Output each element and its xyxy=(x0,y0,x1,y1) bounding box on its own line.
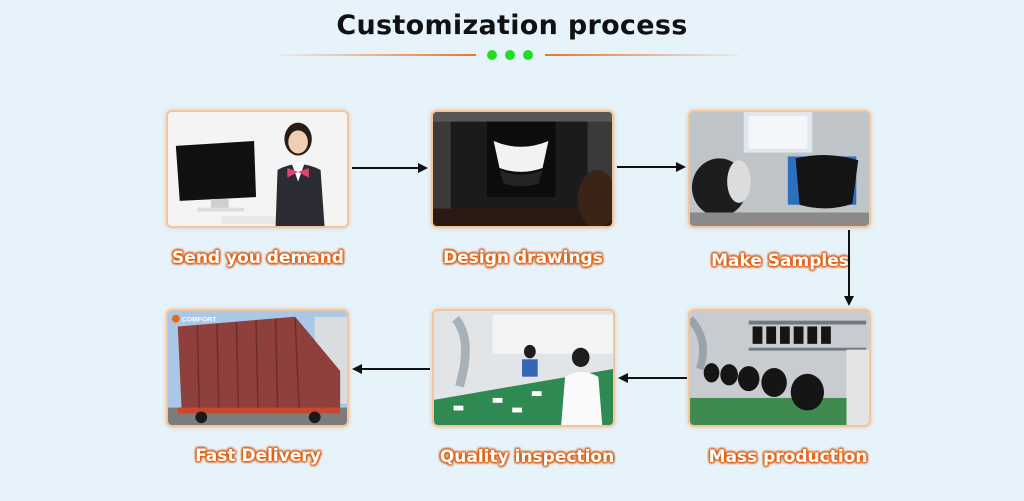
step-photo-send-demand xyxy=(166,110,349,228)
step-label: Fast Delivery xyxy=(195,446,321,466)
decor-dot xyxy=(505,50,515,60)
step-photo-design-drawings xyxy=(431,110,614,228)
step-photo-quality-inspection xyxy=(432,309,615,427)
step-photo-fast-delivery: COMFORT xyxy=(166,309,349,427)
decor-dot xyxy=(487,50,497,60)
step-photo-make-samples xyxy=(688,110,871,228)
step-label: Design drawings xyxy=(443,248,603,268)
page-title: Customization process xyxy=(336,10,688,41)
title-rule-right xyxy=(545,54,739,56)
title-rule-left xyxy=(278,54,476,56)
step-label: Mass production xyxy=(708,447,868,467)
decor-dot xyxy=(523,50,533,60)
step-photo-mass-production xyxy=(688,309,871,427)
step-label: Quality inspection xyxy=(439,447,615,467)
step-label: Make Samples xyxy=(711,251,849,271)
step-label: Send you demand xyxy=(172,248,344,268)
brand-logo: COMFORT xyxy=(182,317,217,324)
